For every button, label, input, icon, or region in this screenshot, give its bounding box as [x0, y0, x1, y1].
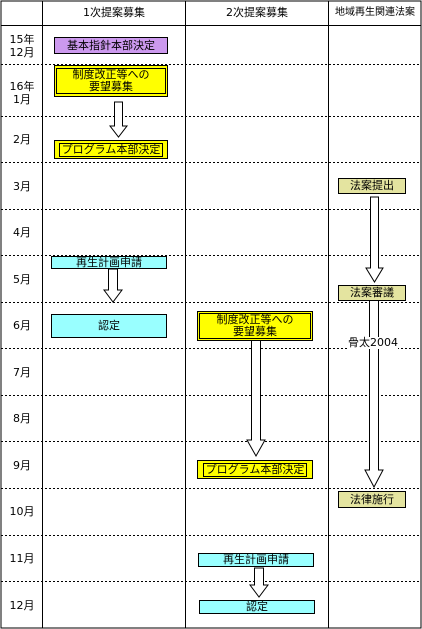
- month-label: 6月: [13, 319, 31, 332]
- arrow-col3-b: [364, 299, 384, 489]
- nintei-box-1: 認定: [51, 314, 167, 338]
- houritsu-shikou-box: 法律施行: [338, 491, 406, 508]
- header-col1: 1次提案募集: [83, 6, 145, 19]
- saisei-keikaku-box-1: 再生計画申請: [51, 256, 167, 269]
- month-label: 12月: [9, 599, 35, 612]
- arrow-col1-a: [108, 101, 129, 138]
- seido-kaisei-line2: 要望募集: [233, 325, 277, 338]
- month-label: 9月: [13, 459, 31, 472]
- houan-shingi-box: 法案審議: [338, 285, 406, 301]
- month-label: 7月: [13, 366, 31, 379]
- program-box-1: プログラム本部決定: [54, 140, 168, 159]
- seido-kaisei-line2: 要望募集: [89, 80, 133, 93]
- month-label: 11月: [9, 552, 35, 565]
- arrow-col2-a: [246, 339, 266, 458]
- program-label-1: プログラム本部決定: [58, 142, 164, 157]
- seido-kaisei-box-1: 制度改正等への 要望募集: [54, 65, 168, 97]
- program-box-2: プログラム本部決定: [197, 460, 313, 479]
- month-label: 10月: [9, 505, 35, 518]
- seido-kaisei-line1: 制度改正等への: [72, 68, 150, 81]
- seido-kaisei-box-2: 制度改正等への 要望募集: [197, 311, 313, 341]
- program-label-2: プログラム本部決定: [202, 462, 308, 477]
- month-label: 3月: [13, 180, 31, 193]
- kihon-shishin-box: 基本指針本部決定: [54, 37, 168, 54]
- honebuto-label: 骨太2004: [348, 336, 398, 349]
- arrow-col1-b: [103, 268, 123, 303]
- month-label: 2月: [13, 133, 31, 146]
- month-label: 5月: [13, 273, 31, 286]
- month-label: 8月: [13, 412, 31, 425]
- nintei-box-2: 認定: [199, 600, 315, 614]
- seido-kaisei-line1: 制度改正等への: [216, 313, 294, 326]
- header-col2: 2次提案募集: [226, 6, 288, 19]
- saisei-keikaku-box-2: 再生計画申請: [198, 553, 314, 567]
- header-col3: 地域再生関連法案: [335, 7, 415, 18]
- houan-teishutsu-box: 法案提出: [338, 178, 406, 194]
- arrow-col3-a: [365, 196, 384, 283]
- arrow-col2-b: [249, 567, 269, 598]
- month-label: 4月: [13, 226, 31, 239]
